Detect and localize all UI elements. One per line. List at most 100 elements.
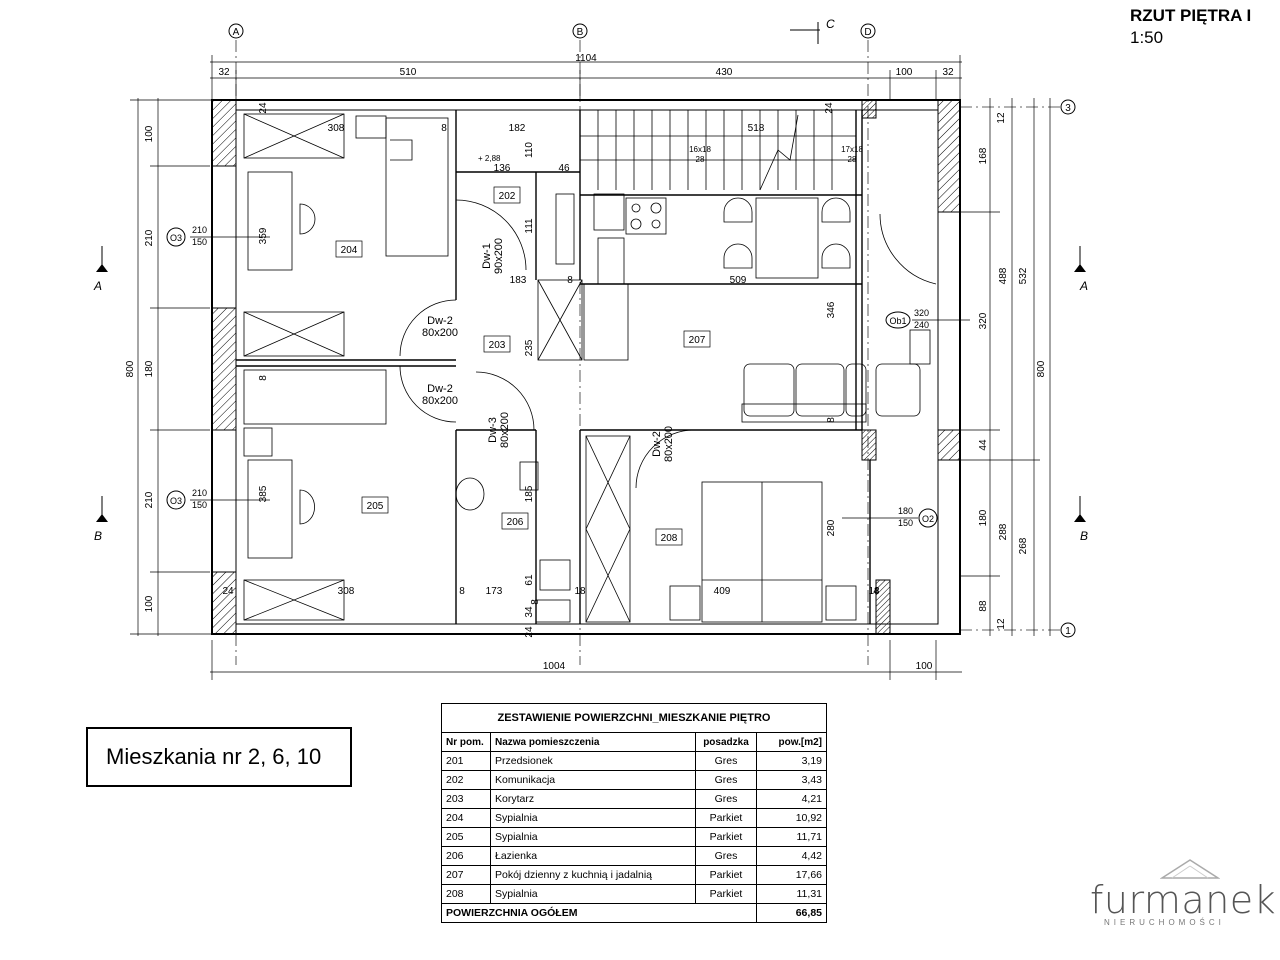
svg-text:288: 288 <box>998 523 1009 540</box>
svg-text:8: 8 <box>567 275 573 286</box>
svg-text:308: 308 <box>328 123 345 134</box>
cell-name: Pokój dzienny z kuchnią i jadalnią <box>490 865 696 885</box>
cell-floor: Gres <box>695 751 757 771</box>
window-label-ob1: Ob1 320 240 <box>885 308 970 330</box>
svg-text:100: 100 <box>144 125 155 142</box>
room-label-202: 202 <box>493 186 521 204</box>
right-dimensions: 12 168 320 44 180 12 88 488 288 532 268 … <box>978 112 1047 630</box>
svg-text:44: 44 <box>978 439 989 451</box>
room-label-207: 207 <box>683 330 711 348</box>
svg-text:180: 180 <box>144 360 155 377</box>
axis-marker-d: D <box>860 23 876 39</box>
inner-dimensions: 24 308 8 182 518 24 110 136 46 111 183 8… <box>222 102 880 638</box>
cell-area: 4,42 <box>756 846 827 866</box>
cell-name: Przedsionek <box>490 751 696 771</box>
svg-text:90x200: 90x200 <box>493 238 505 274</box>
svg-text:32: 32 <box>942 67 954 78</box>
cell-nr: 202 <box>441 770 491 790</box>
svg-text:210: 210 <box>144 229 155 246</box>
svg-text:Dw-2: Dw-2 <box>427 315 453 327</box>
svg-text:46: 46 <box>558 163 570 174</box>
svg-text:80x200: 80x200 <box>663 426 675 462</box>
axis-markers: A B D 3 1 <box>228 23 1076 638</box>
svg-text:320: 320 <box>978 312 989 329</box>
cell-area: 17,66 <box>756 865 827 885</box>
svg-text:203: 203 <box>489 340 506 351</box>
cell-name: Korytarz <box>490 789 696 809</box>
svg-text:430: 430 <box>716 67 733 78</box>
cell-area: 4,21 <box>756 789 827 809</box>
svg-text:518: 518 <box>748 123 765 134</box>
svg-text:185: 185 <box>524 485 535 502</box>
drawing-title: RZUT PIĘTRA I 1:50 <box>1130 6 1251 48</box>
level-mark: + 2,88 <box>478 154 501 163</box>
svg-text:532: 532 <box>1018 267 1029 284</box>
top-dimensions: 32 510 1104 430 100 32 <box>218 53 954 78</box>
svg-text:D: D <box>864 27 871 38</box>
cell-nr: 205 <box>441 827 491 847</box>
svg-text:202: 202 <box>499 191 516 202</box>
door-swings <box>399 199 937 489</box>
door-label-dw1: Dw-1 90x200 <box>481 238 505 274</box>
interior-walls <box>236 110 871 624</box>
svg-text:Dw-2: Dw-2 <box>651 431 663 457</box>
room-label-205: 205 <box>361 496 389 514</box>
floor-plan: A B D 3 1 A A B B C 202 203 204 205 206 … <box>93 17 1088 680</box>
cell-floor: Parkiet <box>695 827 757 847</box>
svg-text:8: 8 <box>441 123 447 134</box>
svg-text:80x200: 80x200 <box>422 327 458 339</box>
cell-nr: 203 <box>441 789 491 809</box>
section-mark-c: C <box>826 17 835 31</box>
svg-text:24: 24 <box>222 586 234 597</box>
svg-text:88: 88 <box>978 600 989 612</box>
furniture <box>243 113 931 623</box>
svg-text:1004: 1004 <box>543 661 566 672</box>
window-label-o2: O2 180 150 <box>842 506 938 528</box>
door-label-dw2-a: Dw-2 80x200 <box>422 315 458 339</box>
svg-text:61: 61 <box>524 574 535 586</box>
svg-text:24: 24 <box>258 102 269 114</box>
svg-text:240: 240 <box>914 320 929 330</box>
cell-area: 10,92 <box>756 808 827 828</box>
area-table: ZESTAWIENIE POWIERZCHNI_MIESZKANIE PIĘTR… <box>441 703 827 923</box>
svg-text:168: 168 <box>978 147 989 164</box>
svg-text:359: 359 <box>258 227 269 244</box>
section-mark-a-left: A <box>93 279 102 293</box>
svg-text:150: 150 <box>898 518 913 528</box>
svg-text:8: 8 <box>826 417 837 423</box>
cell-nr: 204 <box>441 808 491 828</box>
svg-text:180: 180 <box>898 506 913 516</box>
svg-text:150: 150 <box>192 237 207 247</box>
logo-roof-icon <box>1160 859 1220 879</box>
top-dim-lines <box>210 55 962 100</box>
svg-text:110: 110 <box>524 142 535 158</box>
company-logo: furmanek NIERUCHOMOŚCI <box>1090 859 1277 927</box>
svg-text:100: 100 <box>896 67 913 78</box>
left-dimensions: 100 210 180 210 100 800 <box>125 125 155 612</box>
logo-name: furmanek <box>1090 878 1277 922</box>
section-mark-a-right: A <box>1079 279 1088 293</box>
cell-nr: 206 <box>441 846 491 866</box>
svg-text:235: 235 <box>524 339 535 356</box>
svg-text:17x18: 17x18 <box>841 145 863 154</box>
cell-area: 11,31 <box>756 884 827 904</box>
axis-marker-3: 3 <box>1060 99 1076 115</box>
svg-text:18: 18 <box>574 586 586 597</box>
svg-text:210: 210 <box>192 488 207 498</box>
header-name: Nazwa pomieszczenia <box>490 732 696 752</box>
svg-text:32: 32 <box>218 67 230 78</box>
axis-marker-1: 1 <box>1060 622 1076 638</box>
header-floor: posadzka <box>695 732 757 752</box>
room-label-203: 203 <box>483 335 511 353</box>
svg-text:28: 28 <box>696 155 705 164</box>
room-label-206: 206 <box>501 512 529 530</box>
svg-text:208: 208 <box>661 533 678 544</box>
window-label-o3-a: O3 210 150 <box>166 225 270 247</box>
wall-hatch <box>211 99 961 635</box>
cell-name: Sypialnia <box>490 827 696 847</box>
